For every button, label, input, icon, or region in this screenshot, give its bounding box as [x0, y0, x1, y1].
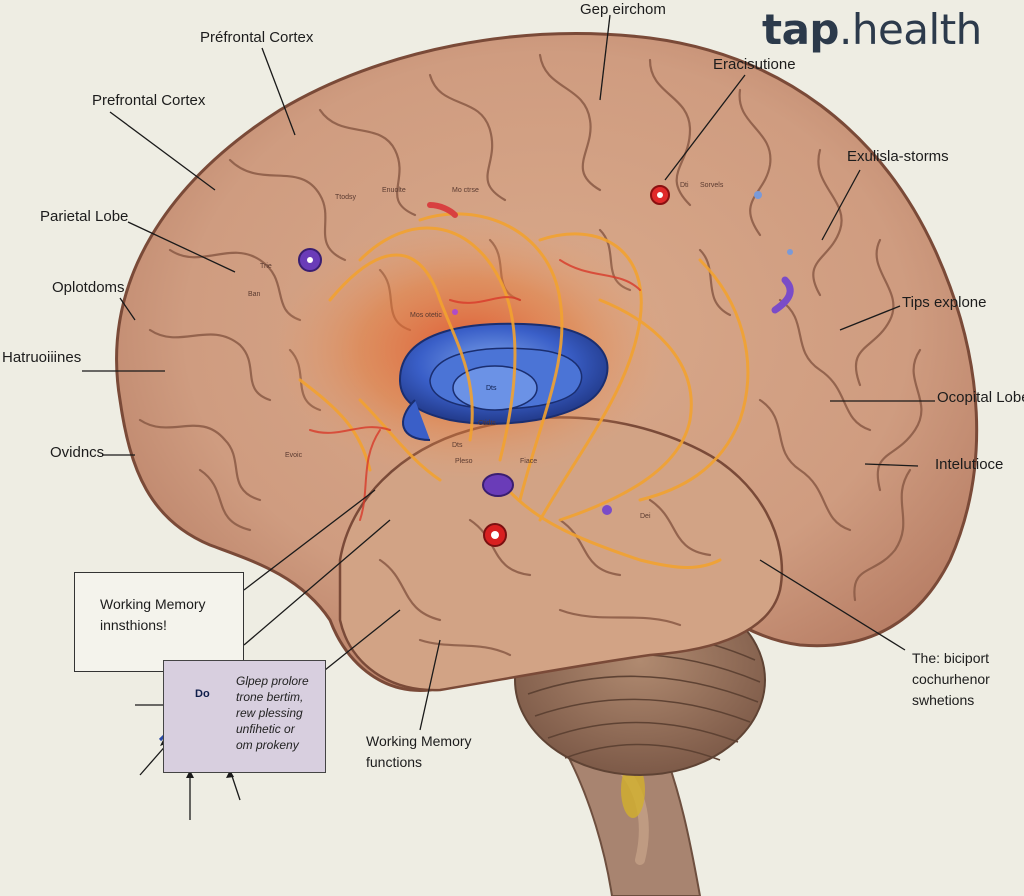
neural-pathways-red	[309, 259, 641, 521]
neuron-label: Do	[195, 688, 210, 700]
tiny-label: Enuolte	[382, 187, 406, 194]
tiny-label: Ban	[248, 291, 261, 298]
label-intelutioce: Intelutioce	[935, 456, 1004, 473]
tiny-label: Sorvels	[700, 182, 724, 189]
tiny-label: Ttodsy	[335, 194, 357, 201]
leader-lines	[82, 14, 935, 820]
working-memory-box: Working Memory innsthions!	[74, 572, 244, 672]
tap-health-logo: tap.health	[762, 5, 982, 54]
label-exulisla-storms: Exulisla-storms	[847, 148, 949, 165]
purple-blob	[482, 473, 514, 497]
tiny-label: Dei	[640, 513, 651, 520]
neuron-info-box: Glpep prolore trone bertim, rew plessing…	[163, 660, 326, 773]
tiny-label: Dts	[452, 442, 463, 449]
brainstem-highlight	[621, 762, 645, 818]
tiny-label: Dti	[680, 182, 689, 189]
label-prefrontal-cortex: Prefrontal Cortex	[92, 92, 206, 109]
label-prefrontal-cortex-top: Préfrontal Cortex	[200, 29, 314, 46]
tiny-label: Dts	[486, 385, 497, 392]
neuron-info-text: Glpep prolore trone bertim, rew plessing…	[236, 674, 309, 752]
label-gep-eirchom: Gep eirchom	[580, 1, 666, 18]
label-eracisutione: Eracisutione	[713, 56, 796, 73]
tiny-label: Mos otetic	[410, 312, 442, 319]
tiny-label: Trie	[260, 263, 272, 270]
label-oplotdoms: Oplotdoms	[52, 279, 125, 296]
label-ovidncs: Ovidncs	[50, 444, 105, 461]
tiny-label: Ctidts	[478, 420, 496, 427]
tiny-label: Pleso	[455, 458, 473, 465]
label-occipital-lobe: Ocopital Lobe	[937, 389, 1024, 406]
working-memory-box-text: Working Memory innsthions!	[100, 596, 206, 633]
label-hatruoiiines: Hatruoiiines	[2, 349, 82, 366]
tiny-label: Mo ctrse	[452, 187, 479, 194]
central-structure	[398, 322, 609, 441]
label-biciport: The: biciport cochurhenor swhetions	[912, 650, 990, 708]
label-working-memory-functions: Working Memory functions	[366, 733, 472, 770]
label-tips-explone: Tips explone	[902, 294, 987, 311]
neural-pathways	[298, 212, 750, 569]
tiny-label: Evoic	[285, 452, 303, 459]
tiny-label: Fiace	[520, 458, 538, 465]
label-parietal-lobe: Parietal Lobe	[40, 208, 129, 225]
